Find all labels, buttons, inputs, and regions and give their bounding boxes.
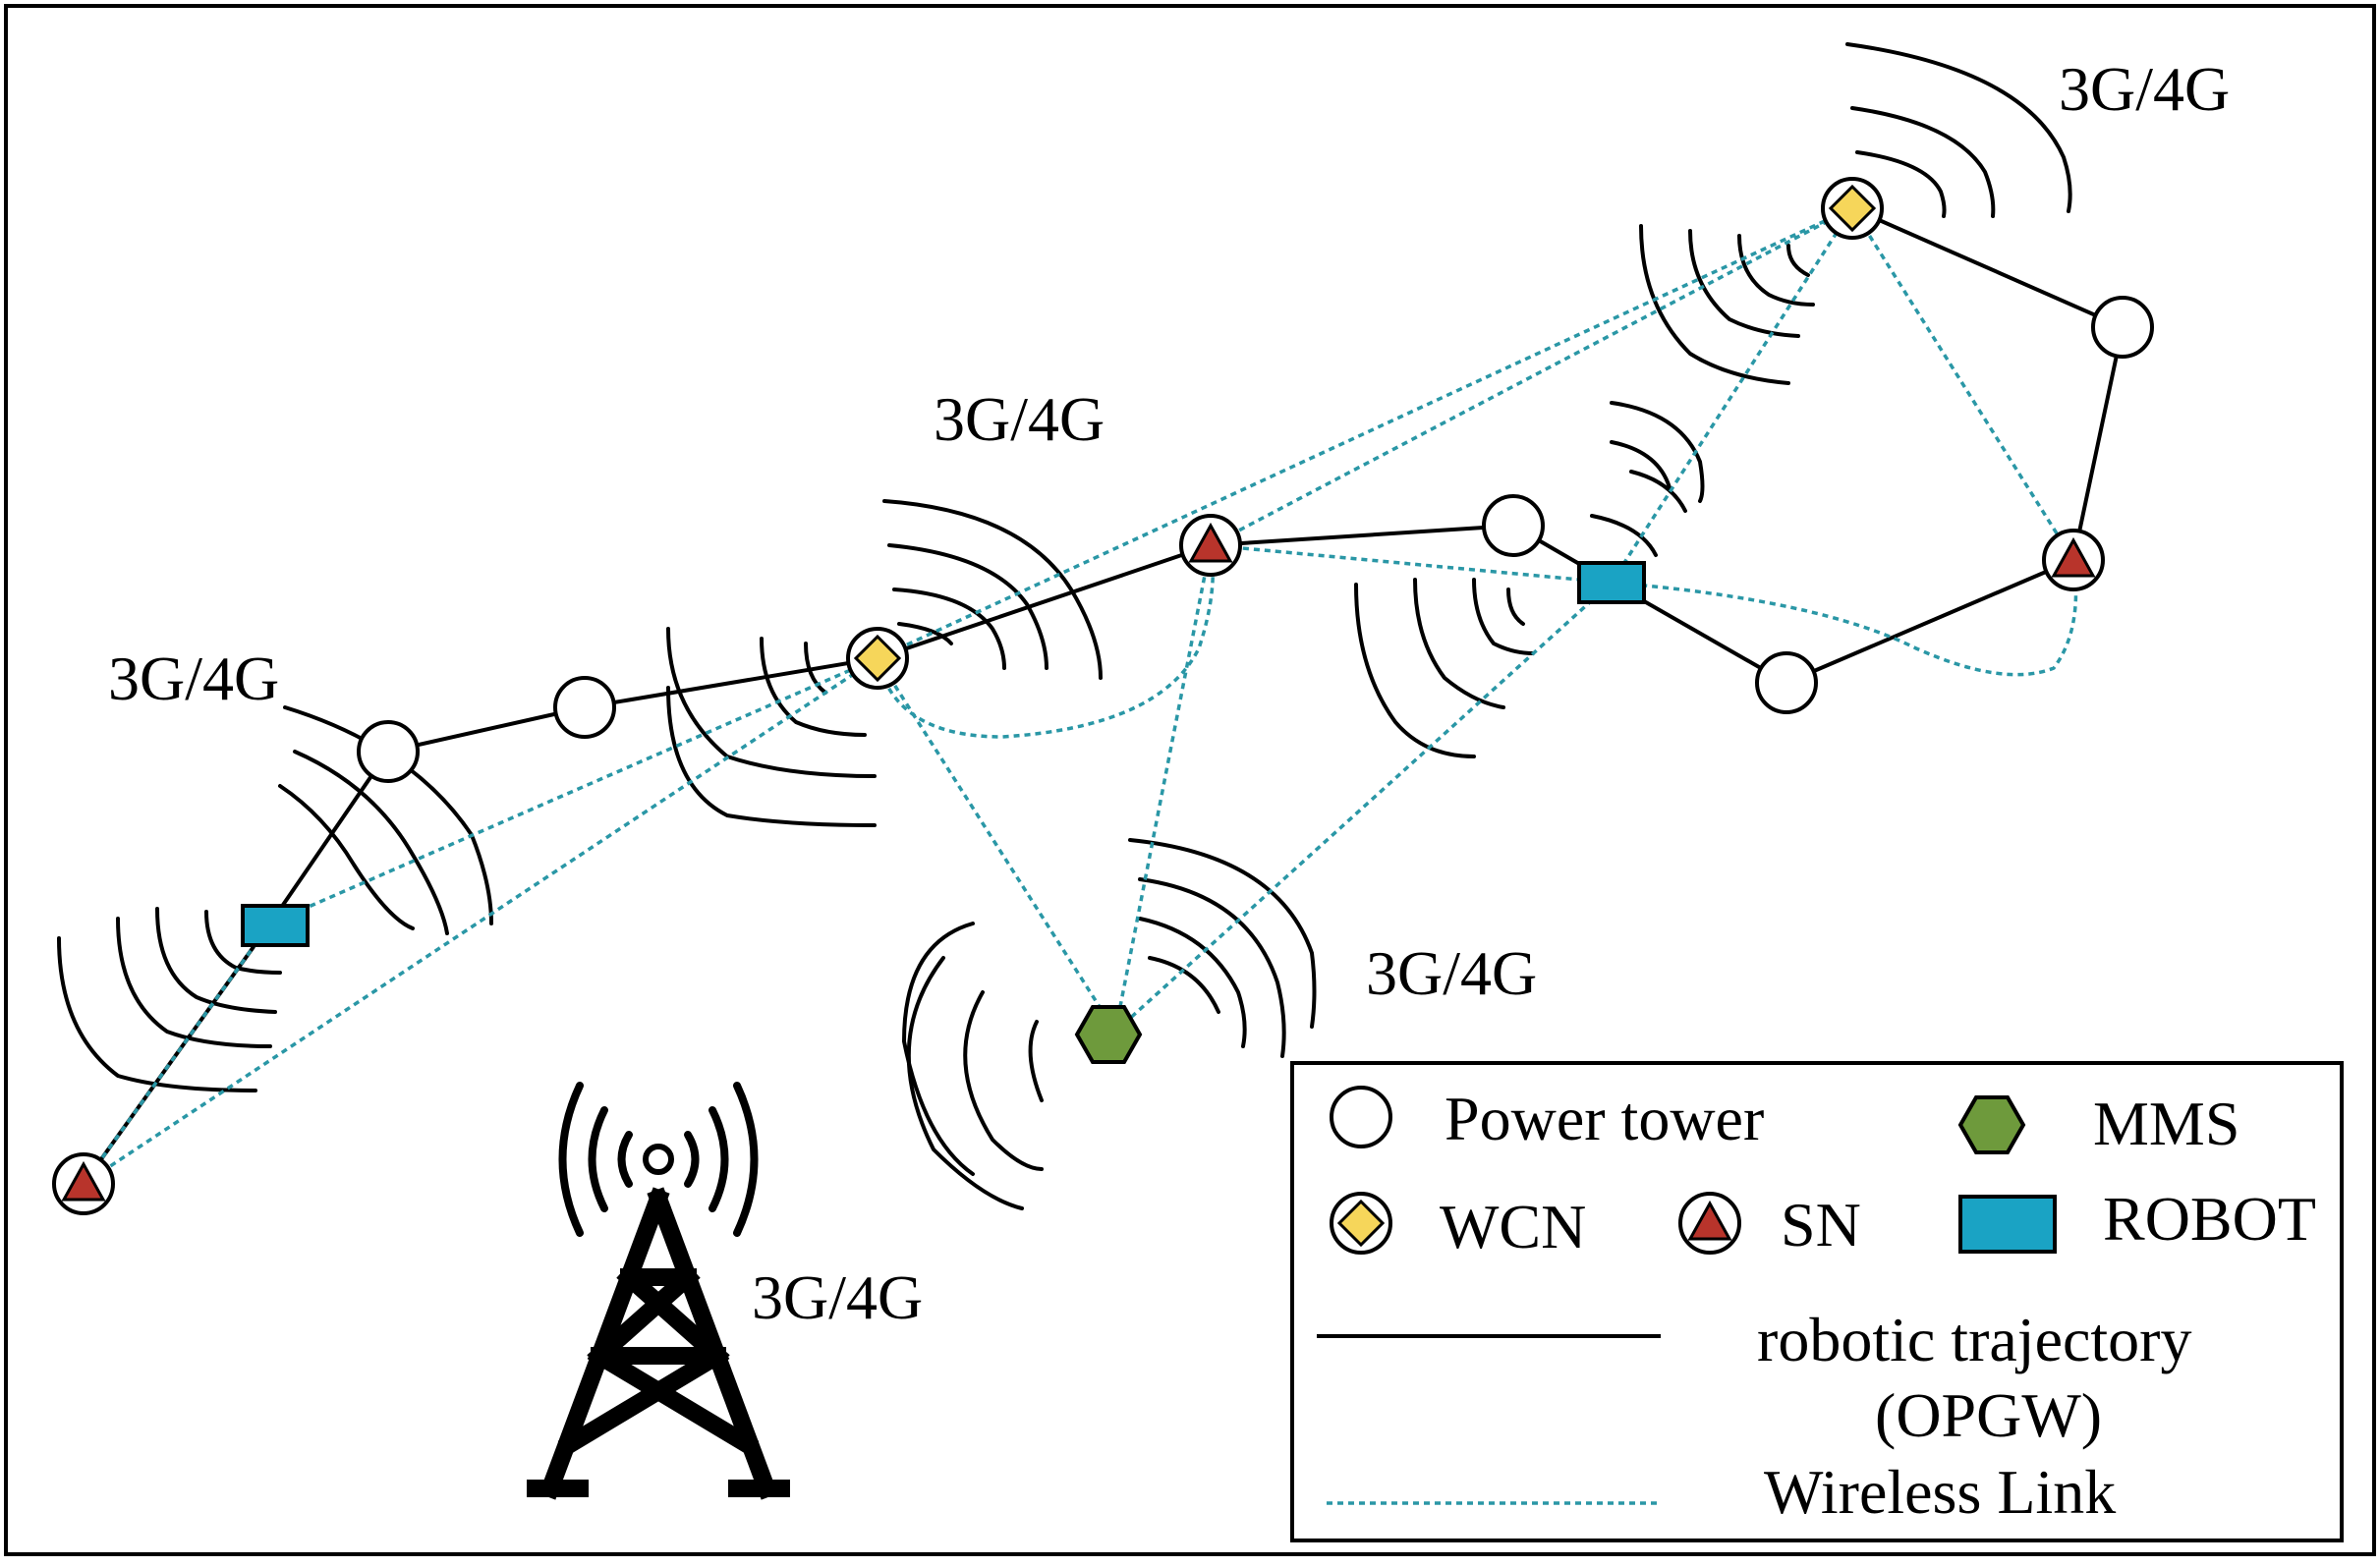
- wcn-nodes: [846, 177, 1884, 690]
- legend-box: [1290, 1061, 2344, 1542]
- power-tower-node: [1482, 494, 1545, 557]
- legend-sn-label: SN: [1781, 1190, 1861, 1259]
- legend-trajectory-sublabel: (OPGW): [1875, 1380, 2102, 1450]
- robot-nodes: [241, 561, 1646, 947]
- robot-node: [241, 904, 310, 947]
- legend-sn-icon: [1678, 1192, 1741, 1255]
- sn-nodes: [52, 514, 2105, 1215]
- legend-robot-label: ROBOT: [2103, 1184, 2316, 1254]
- wcn-node: [1821, 177, 1884, 240]
- network-label: 3G/4G: [1366, 938, 1537, 1008]
- figure-frame: [4, 4, 2376, 1556]
- legend-robot-icon: [1958, 1195, 2057, 1254]
- wireless-links: [82, 206, 2078, 1186]
- robot-node: [1577, 561, 1646, 604]
- cell-tower-icon: [527, 1082, 790, 1500]
- legend-power-tower-label: Power tower: [1445, 1084, 1764, 1153]
- network-label: 3G/4G: [2059, 54, 2230, 124]
- power-tower-node: [357, 720, 420, 783]
- signal-wave-group-mms: [901, 838, 1317, 1210]
- network-label: 3G/4G: [108, 644, 279, 713]
- legend-wcn-label: WCN: [1440, 1192, 1586, 1261]
- signal-wave-group-wcn-left: [666, 499, 1103, 827]
- legend-power-tower-icon: [1330, 1086, 1392, 1148]
- wcn-node: [846, 627, 909, 690]
- legend-trajectory-label: robotic trajectory: [1757, 1305, 2191, 1374]
- signal-wave-group-robot-left: [57, 705, 493, 1092]
- legend-mms-icon: [1957, 1095, 2026, 1154]
- network-label: 3G/4G: [752, 1262, 923, 1332]
- power-tower-node: [1755, 651, 1818, 714]
- signal-waves: [57, 42, 2072, 1210]
- sn-node: [52, 1152, 115, 1215]
- signal-wave-group-wcn-top: [1639, 42, 2072, 385]
- mms-node: [1074, 1005, 1143, 1064]
- sn-node: [1179, 514, 1242, 577]
- network-label: 3G/4G: [934, 384, 1105, 454]
- legend-wcn-icon: [1330, 1192, 1392, 1255]
- legend-mms-label: MMS: [2093, 1089, 2239, 1158]
- power-tower-node: [2091, 296, 2154, 359]
- signal-wave-group-robot-right: [1354, 401, 1705, 758]
- sn-node: [2042, 529, 2105, 591]
- legend-wireless-label: Wireless Link: [1764, 1457, 2116, 1527]
- legend: Power tower MMS WCN SN ROBOT robotic tra…: [1290, 1061, 2344, 1542]
- power-tower-node: [553, 676, 616, 739]
- power-towers: [357, 296, 2154, 783]
